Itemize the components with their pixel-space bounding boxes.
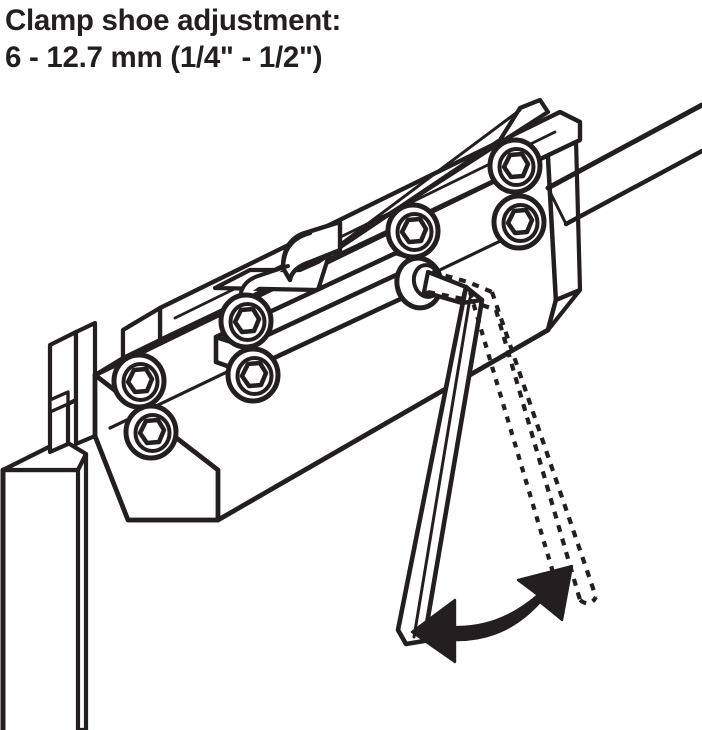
hex-key (395, 269, 485, 647)
clamp-shoe-left-end (47, 320, 98, 455)
hex-key-phantom (427, 269, 598, 606)
hex-socket-screw (221, 295, 271, 347)
caption-line-2: 6 - 12.7 mm (1/4" - 1/2") (5, 41, 323, 74)
hex-socket-screw (494, 196, 544, 248)
swing-arrow (410, 564, 574, 664)
clamp-boss-knob (238, 219, 343, 302)
hex-socket-screw (114, 355, 164, 407)
caption-line-1: Clamp shoe adjustment: (5, 4, 341, 37)
workpiece-panel (0, 437, 89, 730)
hex-socket-screw (228, 349, 278, 401)
hex-socket-screw (126, 406, 176, 458)
caption-block: Clamp shoe adjustment: 6 - 12.7 mm (1/4"… (5, 2, 695, 76)
hex-socket-screw (388, 205, 438, 257)
clamp-rail (545, 102, 702, 227)
hex-socket-screw (490, 140, 540, 192)
